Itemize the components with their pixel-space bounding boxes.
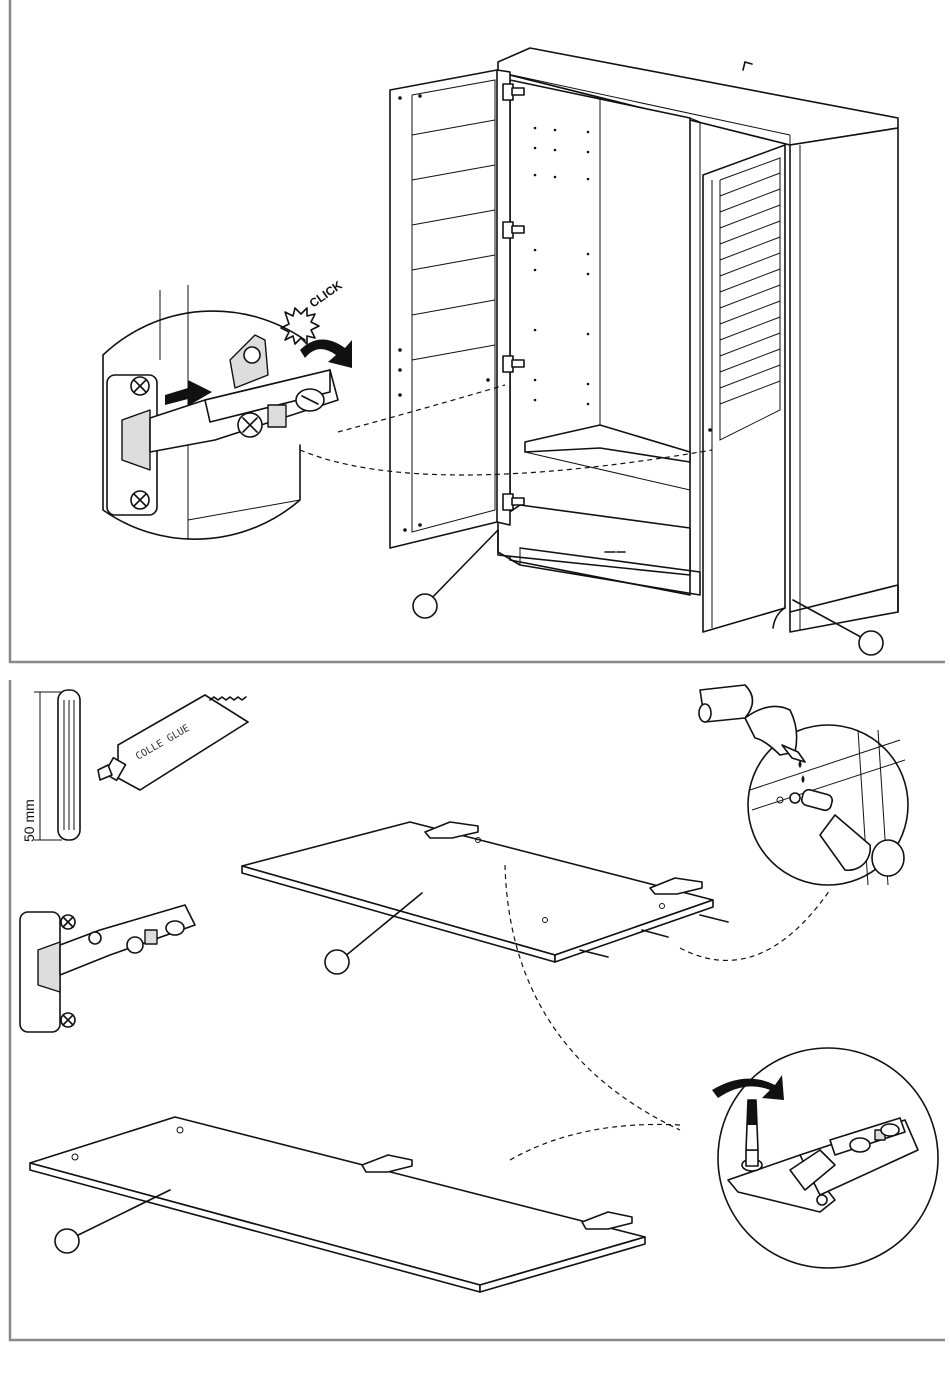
dowel-parts: 50 mm [21,690,80,842]
click-burst-icon [281,308,319,344]
dowel-length-label: 50 mm [21,799,37,842]
hinge-part-arm [60,905,195,975]
hinge-part [20,905,195,1032]
left-door [390,70,510,548]
cabinet-right-side [790,128,898,632]
callout-circle-door-left [413,594,437,618]
cabinet-illustration [300,48,898,655]
hinge-detail-magnifier: CLICK [103,278,352,540]
click-label: CLICK [307,278,345,311]
hinge-screw-detail [712,1048,938,1268]
panel-bottom: 50 mm COLLE GLUE [10,680,945,1340]
hinge-detail-leader-b [510,1124,680,1160]
lower-door-panel [30,1117,645,1292]
glue-tube: COLLE GLUE [98,695,248,790]
left-door-panel [390,70,510,548]
callout-circle-upper-door [325,950,349,974]
panel-top: CLICK [10,0,945,662]
callout-circle-lower-door [55,1229,79,1253]
right-louvered-door [703,145,785,632]
callout-circle-door-right [859,631,883,655]
dowel-insertion-detail [699,685,908,885]
right-door-panel [703,145,785,632]
lower-door-face [30,1117,645,1285]
top-bracket [743,62,752,70]
